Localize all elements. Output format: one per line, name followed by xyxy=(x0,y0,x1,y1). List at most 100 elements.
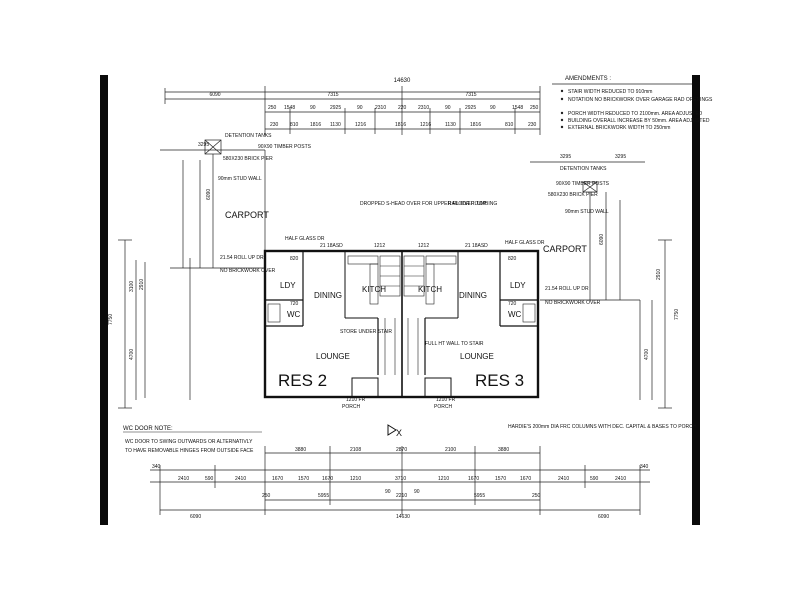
label-window-1212-right: 1212 xyxy=(418,243,429,249)
wc-door-note: WC DOOR NOTE: WC DOOR TO SWING OUTWARDS … xyxy=(123,426,262,454)
dim-left-vertical: 7750 xyxy=(108,314,114,325)
svg-text:2925: 2925 xyxy=(330,105,341,111)
label-hardies-columns: HARDIE'S 200mm DIA FRC COLUMNS WITH DEC.… xyxy=(508,424,697,430)
dim-carport-right-2: 3295 xyxy=(615,154,626,160)
label-half-glass-right: HALF GLASS DR xyxy=(505,240,545,246)
svg-text:590: 590 xyxy=(205,476,214,482)
room-lounge-right: LOUNGE xyxy=(460,352,494,361)
svg-text:90: 90 xyxy=(310,105,316,111)
label-door-820-right: 820 xyxy=(508,256,517,262)
svg-text:250: 250 xyxy=(268,105,277,111)
svg-text:1216: 1216 xyxy=(355,122,366,128)
svg-text:3880: 3880 xyxy=(295,447,306,453)
svg-text:810: 810 xyxy=(290,122,299,128)
kitchen-benches xyxy=(267,255,536,323)
dim-row-top-2: 230 810 1816 1130 1216 1816 1216 1130 18… xyxy=(270,122,537,128)
svg-text:1210: 1210 xyxy=(350,476,361,482)
svg-text:90: 90 xyxy=(385,489,391,495)
svg-text:90: 90 xyxy=(490,105,496,111)
svg-text:1816: 1816 xyxy=(470,122,481,128)
label-stud-wall-left: 90mm STUD WALL xyxy=(218,176,262,182)
dim-right-vertical: 7750 xyxy=(674,309,680,320)
wc-note-line: TO HAVE REMOVABLE HINGES FROM OUTSIDE FA… xyxy=(125,448,254,454)
svg-text:340: 340 xyxy=(152,464,161,470)
room-ldy-right: LDY xyxy=(510,281,526,290)
svg-text:3710: 3710 xyxy=(395,476,406,482)
wc-note-line: WC DOOR TO SWING OUTWARDS OR ALTERNATIVL… xyxy=(125,439,253,445)
dim-right-vertical: 2910 xyxy=(656,269,662,280)
svg-text:2310: 2310 xyxy=(418,105,429,111)
dim-side-right-bottom: 6090 xyxy=(598,514,609,520)
svg-text:2410: 2410 xyxy=(235,476,246,482)
label-window-1210-right: 1210 FR xyxy=(436,397,456,403)
page-margin xyxy=(0,0,100,600)
amendment-item: STAIR WIDTH REDUCED TO 910mm xyxy=(568,89,652,95)
room-carport-left: CARPORT xyxy=(225,210,269,220)
room-carport-right: CARPORT xyxy=(543,244,587,254)
svg-text:3880: 3880 xyxy=(498,447,509,453)
amendment-item: PORCH WIDTH REDUCED TO 2100mm. AREA ADJU… xyxy=(568,111,703,117)
dim-half-left: 7315 xyxy=(327,92,338,98)
svg-text:1816: 1816 xyxy=(310,122,321,128)
svg-text:1670: 1670 xyxy=(520,476,531,482)
svg-text:250: 250 xyxy=(530,105,539,111)
svg-text:1570: 1570 xyxy=(495,476,506,482)
svg-text:1670: 1670 xyxy=(468,476,479,482)
svg-text:230: 230 xyxy=(528,122,537,128)
dim-row-bottom-2: 340 2410 590 2410 1670 1570 1670 1210 37… xyxy=(152,464,649,482)
label-rollup-left: 21.54 ROLL UP DR xyxy=(220,255,264,261)
svg-text:90: 90 xyxy=(357,105,363,111)
label-brick-pier-left: 580X230 BRICK PIER xyxy=(223,156,273,162)
bottom-dimension-lines xyxy=(150,446,650,515)
svg-text:250: 250 xyxy=(532,493,541,499)
svg-text:2870: 2870 xyxy=(396,447,407,453)
room-dining-right: DINING xyxy=(459,291,487,300)
label-full-ht-wall: FULL HT WALL TO STAIR xyxy=(425,341,484,347)
label-no-brickwork-left: NO BRICKWORK OVER xyxy=(220,268,276,274)
label-dropped-head: DROPPED S-HEAD OVER FOR UPPER FLOOR PLUM… xyxy=(360,201,497,207)
scan-border-left xyxy=(100,75,108,525)
label-door-720-right: 720 xyxy=(508,301,517,307)
amendment-item: EXTERNAL BRICKWORK WIDTH TO 250mm xyxy=(568,125,670,131)
svg-text:2410: 2410 xyxy=(615,476,626,482)
room-porch-right: PORCH xyxy=(434,404,452,410)
label-stud-wall-right: 90mm STUD WALL xyxy=(565,209,609,215)
dim-side-left-top: 6090 xyxy=(209,92,220,98)
svg-text:1570: 1570 xyxy=(298,476,309,482)
svg-text:2410: 2410 xyxy=(178,476,189,482)
svg-text:2108: 2108 xyxy=(350,447,361,453)
svg-text:1210: 1210 xyxy=(438,476,449,482)
label-window-right: 21 18ASD xyxy=(465,243,488,249)
dim-overall-top: 14630 xyxy=(394,78,411,84)
svg-text:1816: 1816 xyxy=(395,122,406,128)
room-lounge-left: LOUNGE xyxy=(316,352,350,361)
stairs xyxy=(379,255,425,375)
dim-left-vertical: 2910 xyxy=(139,279,145,290)
right-carport-lines xyxy=(530,161,672,409)
dim-carport-right: 3295 xyxy=(560,154,571,160)
dim-row-bottom-3: 250 5955 90 2210 90 5955 250 xyxy=(262,489,541,499)
svg-text:1548: 1548 xyxy=(512,105,523,111)
room-ldy-left: LDY xyxy=(280,281,296,290)
svg-text:1670: 1670 xyxy=(272,476,283,482)
svg-text:1130: 1130 xyxy=(445,122,456,128)
svg-text:1670: 1670 xyxy=(322,476,333,482)
room-dining-left: DINING xyxy=(314,291,342,300)
dim-carport-vertical: 6090 xyxy=(206,189,212,200)
dim-left-vertical: 4700 xyxy=(129,349,135,360)
label-store-under-stair: STORE UNDER STAIR xyxy=(340,329,392,335)
label-window-left: 21 18ASD xyxy=(320,243,343,249)
svg-text:340: 340 xyxy=(640,464,649,470)
amendment-item: BUILDING OVERALL INCREASE BY 50mm. AREA … xyxy=(568,118,710,124)
label-door-720: 720 xyxy=(290,301,299,307)
svg-text:220: 220 xyxy=(398,105,407,111)
amendments-panel: AMENDMENTS : STAIR WIDTH REDUCED TO 910m… xyxy=(552,76,713,131)
dim-carport-left: 3295 xyxy=(198,142,209,148)
left-carport-lines xyxy=(118,139,266,409)
dim-overall-bottom: 14630 xyxy=(396,514,410,520)
label-no-brickwork-right: NO BRICKWORK OVER xyxy=(545,300,601,306)
label-rollup-right: 21.54 ROLL UP DR xyxy=(545,286,589,292)
svg-text:2210: 2210 xyxy=(396,493,407,499)
dim-left-vertical: 3100 xyxy=(129,281,135,292)
